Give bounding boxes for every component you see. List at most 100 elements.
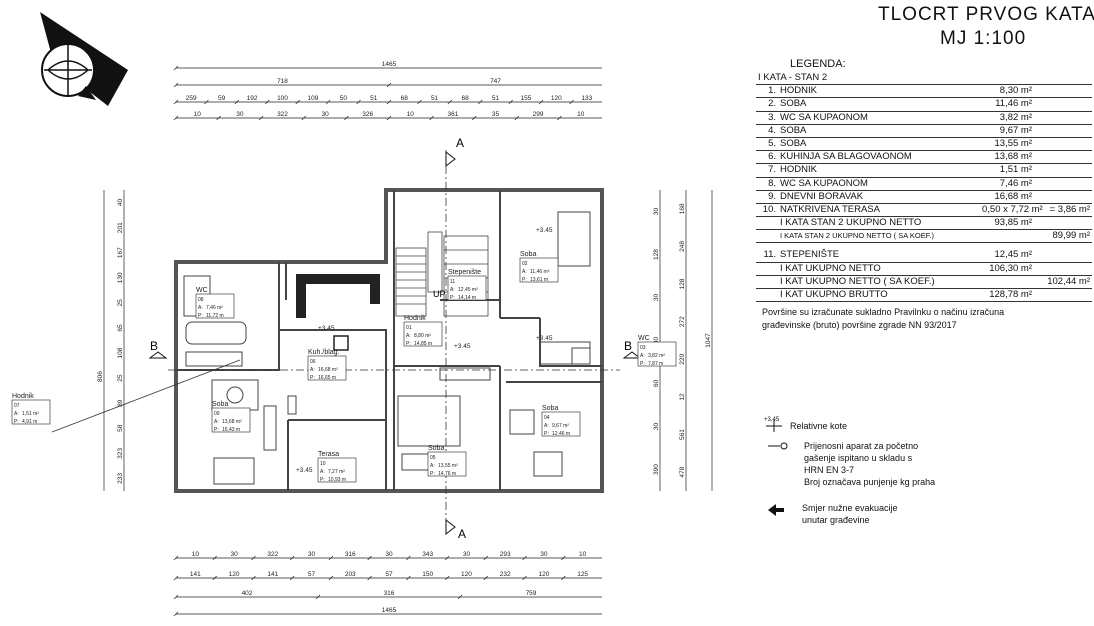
dim-label: 390: [653, 464, 660, 475]
dim-tick: [173, 555, 179, 561]
room-a: 7,46 m²: [206, 305, 223, 311]
dim-tick: [447, 99, 453, 105]
evacuation-arrow-icon: [768, 504, 784, 516]
room-label: Soba: [212, 401, 228, 408]
dim-label: 1465: [382, 61, 397, 68]
dim-tick: [295, 99, 300, 105]
extinguisher-text: Prijenosni aparat za početno gašenje isp…: [804, 441, 936, 487]
section-marks: [148, 150, 642, 536]
dim-tick: [514, 115, 520, 121]
room-id: 06: [310, 359, 316, 365]
room-label: Soba: [428, 445, 444, 452]
dim-tick: [328, 555, 334, 561]
dim-tick: [471, 115, 477, 121]
svg-text:P:: P:: [544, 431, 549, 437]
dim-tick: [417, 99, 422, 105]
dim-label: 30: [653, 208, 660, 216]
dim-tick: [444, 555, 450, 561]
dim-label: 233: [117, 473, 124, 484]
dim-tick: [251, 575, 256, 581]
dim-label: 120: [551, 95, 562, 102]
room-id: 11: [450, 279, 455, 285]
dim-tick: [289, 555, 295, 561]
dim-label: 259: [186, 95, 197, 102]
dim-label: 316: [345, 551, 356, 558]
dim-label: 361: [447, 111, 458, 118]
dim-tick: [483, 555, 489, 561]
room-p: 13,61 m: [530, 277, 548, 283]
room-label: Soba: [520, 251, 536, 258]
level-tag: +3.45: [296, 467, 313, 474]
dim-label: 248: [679, 241, 686, 252]
dim-label: 1047: [705, 333, 712, 348]
room-p: 4,91 m: [22, 419, 37, 425]
room-id: 02: [522, 261, 528, 267]
room-p: 7,87 m: [648, 361, 663, 367]
svg-text:P:: P:: [320, 477, 325, 483]
dim-label: 759: [526, 590, 537, 597]
evacuation-text: Smjer nužne evakuacije unutar građevine: [802, 503, 898, 525]
dim-tick: [216, 115, 221, 121]
furniture: [183, 211, 591, 485]
north-arrow-logo: [40, 12, 128, 106]
dim-tick: [367, 575, 372, 581]
room-p: 11,72 m: [206, 313, 224, 319]
room-a: 9,67 m²: [552, 423, 569, 429]
svg-text:P:: P:: [14, 419, 19, 425]
room-a: 16,68 m²: [318, 367, 338, 373]
room-a: 13,68 m²: [222, 419, 242, 425]
svg-text:A:: A:: [544, 423, 549, 429]
relative-level-label: Relativne kote: [790, 421, 848, 431]
svg-text:A:: A:: [320, 469, 325, 475]
room-a: 7,27 m²: [328, 469, 345, 475]
dim-tick: [301, 115, 307, 121]
svg-text:A:: A:: [14, 411, 19, 417]
dim-label: 322: [267, 551, 278, 558]
dim-label: 168: [679, 203, 686, 214]
room-id: 07: [14, 403, 20, 409]
svg-text:A:: A:: [198, 305, 203, 311]
room-id: 01: [406, 325, 412, 331]
dim-label: 25: [117, 299, 124, 307]
legend-header: I KATA - STAN 2: [756, 72, 1092, 86]
dim-label: 322: [277, 111, 288, 118]
dim-tick: [386, 99, 392, 105]
dim-label: 203: [345, 571, 356, 578]
dim-label: 1465: [382, 607, 397, 614]
room-label: Hodnik: [12, 393, 34, 400]
section-b-left: B: [150, 339, 158, 353]
dim-tick: [508, 99, 513, 105]
drawing-title: TLOCRT PRVOG KATA: [878, 4, 1094, 25]
dim-label: 50: [340, 95, 348, 102]
kitchen-counter: [296, 274, 380, 351]
note-line-1: Površine su izračunate sukladno Pravilnk…: [762, 307, 1005, 317]
dim-label: 10: [194, 111, 202, 118]
dim-label: 51: [370, 95, 378, 102]
dim-label: 125: [577, 571, 588, 578]
dim-label: 747: [490, 78, 501, 85]
svg-text:A:: A:: [310, 367, 315, 373]
room-p: 14,85 m: [414, 341, 432, 347]
room-p: 10,93 m: [328, 477, 346, 483]
room-a: 8,80 m²: [414, 333, 431, 339]
area-note: Površine su izračunate sukladno Pravilnk…: [762, 306, 1092, 332]
dim-tick: [328, 575, 334, 581]
drawing-scale: MJ 1:100: [940, 28, 1027, 49]
dim-label: 10: [192, 551, 200, 558]
room-p: 14,76 m: [438, 471, 456, 477]
dim-label: 51: [431, 95, 439, 102]
room-a: 1,51 m²: [22, 411, 39, 417]
room-a: 11,46 m²: [530, 269, 550, 275]
leader-line: [51, 359, 241, 433]
dim-label: 109: [307, 95, 318, 102]
dim-label: 272: [679, 316, 686, 327]
